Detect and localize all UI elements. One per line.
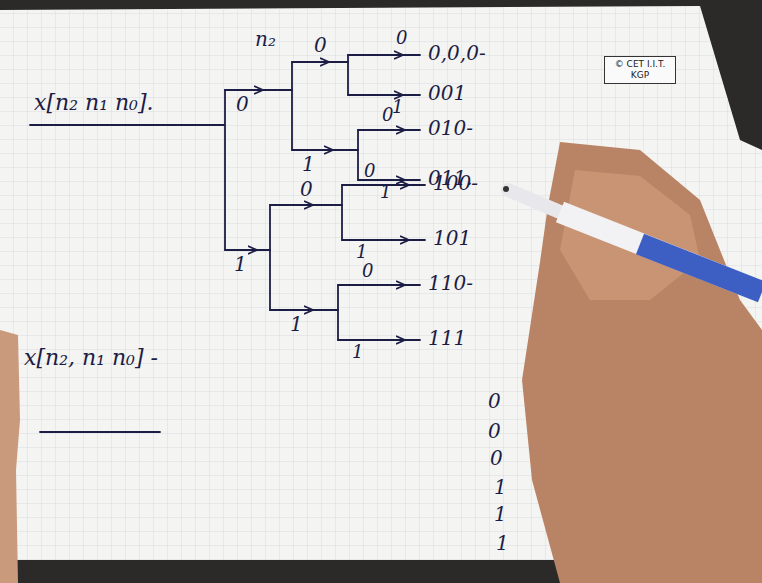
pen-tip [508,190,560,212]
pen-body [560,212,762,292]
branch-bit: 1 [380,182,391,203]
bit-tree [30,55,425,432]
column-bit: 0 [488,420,501,443]
column-bit: 1 [494,503,507,526]
branch-bit: 0 [300,178,313,201]
bit-pattern: 100- [433,172,478,195]
column-bit: 0 [490,447,503,470]
branch-bit: 1 [392,97,403,118]
branch-bit: 1 [356,242,367,263]
watermark-box: © CET I.I.T. KGP [604,56,676,84]
pen-band [640,244,762,292]
bit-pattern: 110- [428,272,473,295]
branch-bit: 1 [302,153,315,176]
column-bit: 0 [488,390,501,413]
bit-pattern: 111 [428,327,466,350]
bit-pattern: 010- [428,117,473,140]
branch-bit: 0 [314,34,327,57]
branch-bit: 0 [364,161,375,182]
watermark-text: © CET I.I.T. KGP [609,59,671,81]
branch-bit: 0 [362,261,373,282]
branch-bit: 0 [382,105,393,126]
column-bit: 1 [496,532,509,555]
bit-pattern: 001 [428,82,466,105]
pen-point [503,186,509,192]
finger [0,330,20,583]
bit-pattern: 101 [433,227,471,250]
branch-bit: 1 [234,253,247,276]
branch-bit: 0 [396,28,407,49]
branch-bit: 1 [290,313,303,336]
label-expression: x[n₂, n₁ n₀] - [24,345,158,370]
index-name: n₂ [255,28,276,51]
label-expression: x[n₂ n₁ n₀]. [34,90,154,115]
branch-bit: 0 [236,93,249,116]
column-bit: 1 [494,476,507,499]
branch-bit: 1 [352,342,363,363]
bit-pattern: 0,0,0- [428,42,486,65]
